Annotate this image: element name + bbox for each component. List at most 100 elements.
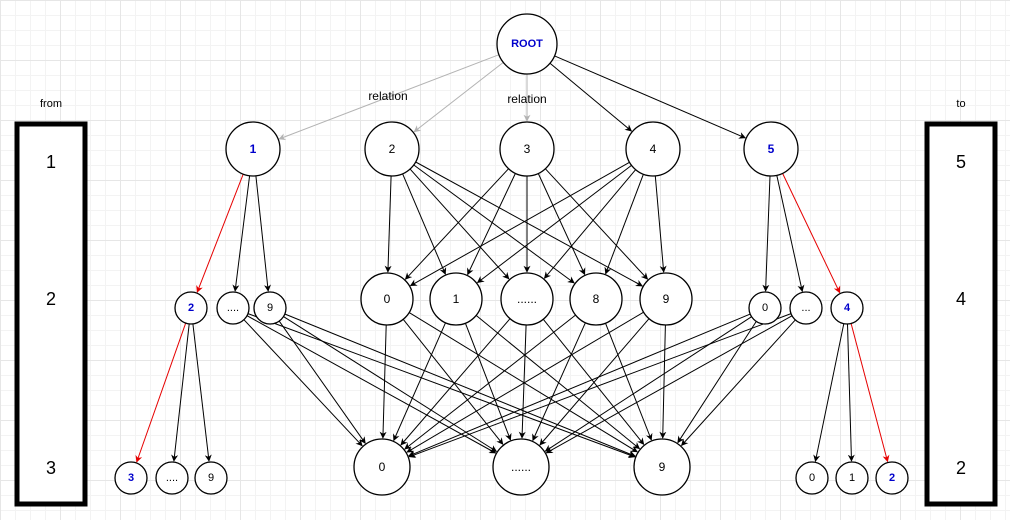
node-m3-0: 0 bbox=[353, 438, 411, 496]
node-a3-dots: .... bbox=[155, 461, 189, 495]
edge-m2_1-to-m3_0 bbox=[393, 322, 446, 442]
edge-a2_2-to-a3_3 bbox=[135, 322, 187, 463]
node-circle bbox=[743, 121, 799, 177]
node-label: 2 bbox=[188, 302, 194, 314]
edge-l1_5-to-r2_dots bbox=[776, 175, 805, 293]
node-a2-dots: .... bbox=[216, 291, 250, 325]
edges-layer bbox=[135, 54, 890, 463]
from-level-1: 1 bbox=[46, 152, 56, 172]
node-label: ...... bbox=[511, 460, 531, 474]
node-a2-9: 9 bbox=[253, 291, 287, 325]
edge-l1_4-to-m2_0 bbox=[409, 161, 630, 287]
node-circle bbox=[500, 272, 554, 326]
node-label: 1 bbox=[250, 142, 257, 156]
node-circle bbox=[492, 438, 550, 496]
edge-root-to-l1_1 bbox=[278, 54, 500, 141]
node-label: 5 bbox=[768, 142, 775, 156]
node-a3-3: 3 bbox=[114, 461, 148, 495]
edge-m2_9-to-m3_9 bbox=[659, 324, 667, 439]
edge-a2_2-to-a3_dots bbox=[171, 323, 190, 462]
node-circle bbox=[496, 13, 558, 75]
edge-l1_4-to-m2_dots bbox=[543, 169, 636, 279]
node-r3-2: 2 bbox=[875, 461, 909, 495]
node-label: 4 bbox=[844, 302, 851, 314]
node-circle bbox=[789, 291, 823, 325]
edge-m2_8-to-m3_0 bbox=[404, 314, 576, 450]
edge-l1_4-to-m2_1 bbox=[476, 165, 632, 284]
node-circle bbox=[114, 461, 148, 495]
edge-m2_1-to-m3_dots bbox=[464, 323, 512, 441]
node-m2-0: 0 bbox=[360, 272, 414, 326]
edge-r2_dots-to-m3_9 bbox=[681, 319, 796, 447]
node-circle bbox=[830, 291, 864, 325]
edge-root-to-l1_5 bbox=[554, 55, 746, 139]
node-label: .... bbox=[227, 302, 239, 314]
edge-m2_dots-to-m3_0 bbox=[400, 318, 511, 446]
node-circle bbox=[194, 461, 228, 495]
edge-m2_9-to-m3_0 bbox=[406, 311, 644, 453]
node-circle bbox=[253, 291, 287, 325]
edge-m2_dots-to-m3_dots bbox=[518, 324, 527, 439]
node-label: 0 bbox=[384, 292, 391, 306]
node-l1-4: 4 bbox=[625, 121, 681, 177]
node-circle bbox=[216, 291, 250, 325]
node-circle bbox=[875, 461, 909, 495]
node-circle bbox=[225, 121, 281, 177]
node-l1-5: 5 bbox=[743, 121, 799, 177]
node-label: 8 bbox=[593, 292, 600, 306]
to-label: to bbox=[956, 98, 965, 110]
from-label: from bbox=[40, 98, 62, 110]
node-l1-2: 2 bbox=[364, 121, 420, 177]
node-m2-dots: ...... bbox=[500, 272, 554, 326]
node-circle bbox=[639, 272, 693, 326]
edge-r2_4-to-r3_0 bbox=[813, 323, 845, 462]
node-label: ROOT bbox=[511, 38, 543, 50]
edge-r2_dots-to-m3_0 bbox=[408, 313, 792, 458]
edge-l1_1-to-a2_2 bbox=[196, 174, 244, 293]
edge-l1_3-to-m2_0 bbox=[404, 168, 509, 280]
node-label: 9 bbox=[659, 460, 666, 474]
node-circle bbox=[353, 438, 411, 496]
node-label: 1 bbox=[849, 472, 855, 484]
node-m2-1: 1 bbox=[429, 272, 483, 326]
node-circle bbox=[625, 121, 681, 177]
edge-a2_dots-to-m3_dots bbox=[246, 315, 497, 454]
edge-a2_9-to-m3_0 bbox=[278, 320, 366, 444]
node-circle bbox=[835, 461, 869, 495]
node-label: 0 bbox=[762, 302, 768, 314]
edge-l1_2-to-m2_dots bbox=[409, 168, 510, 280]
to-level-box bbox=[924, 121, 998, 507]
node-circle bbox=[364, 121, 420, 177]
relation-label-left: relation bbox=[368, 89, 407, 103]
node-m3-9: 9 bbox=[633, 438, 691, 496]
node-label: 9 bbox=[663, 292, 670, 306]
node-circle bbox=[748, 291, 782, 325]
node-a2-2: 2 bbox=[174, 291, 208, 325]
edge-l1_2-to-m2_1 bbox=[402, 173, 447, 275]
to-level-2: 4 bbox=[956, 289, 966, 309]
edge-l1_2-to-m2_9 bbox=[415, 161, 643, 287]
edge-m2_8-to-m3_dots bbox=[532, 322, 586, 442]
node-circle bbox=[155, 461, 189, 495]
edge-m2_9-to-m3_dots bbox=[539, 318, 650, 446]
node-l1-1: 1 bbox=[225, 121, 281, 177]
edge-l1_3-to-m2_8 bbox=[537, 173, 586, 276]
node-r2-0: 0 bbox=[748, 291, 782, 325]
node-circle bbox=[633, 438, 691, 496]
edge-m2_8-to-m3_9 bbox=[605, 323, 653, 441]
node-circle bbox=[360, 272, 414, 326]
edge-root-to-l1_4 bbox=[549, 62, 633, 132]
node-circle bbox=[795, 461, 829, 495]
node-label: 0 bbox=[809, 472, 815, 484]
from-level-box bbox=[14, 121, 88, 507]
node-label: 3 bbox=[524, 142, 531, 156]
edge-l1_3-to-m2_9 bbox=[545, 168, 649, 280]
edge-r2_4-to-r3_1 bbox=[847, 323, 855, 462]
relation-label-mid: relation bbox=[507, 92, 546, 106]
edge-a2_dots-to-m3_9 bbox=[247, 313, 636, 458]
edge-m2_dots-to-m3_9 bbox=[542, 318, 645, 445]
node-label: 2 bbox=[889, 472, 895, 484]
edge-a2_2-to-a3_9 bbox=[192, 323, 212, 462]
edge-l1_5-to-r2_0 bbox=[762, 175, 771, 292]
